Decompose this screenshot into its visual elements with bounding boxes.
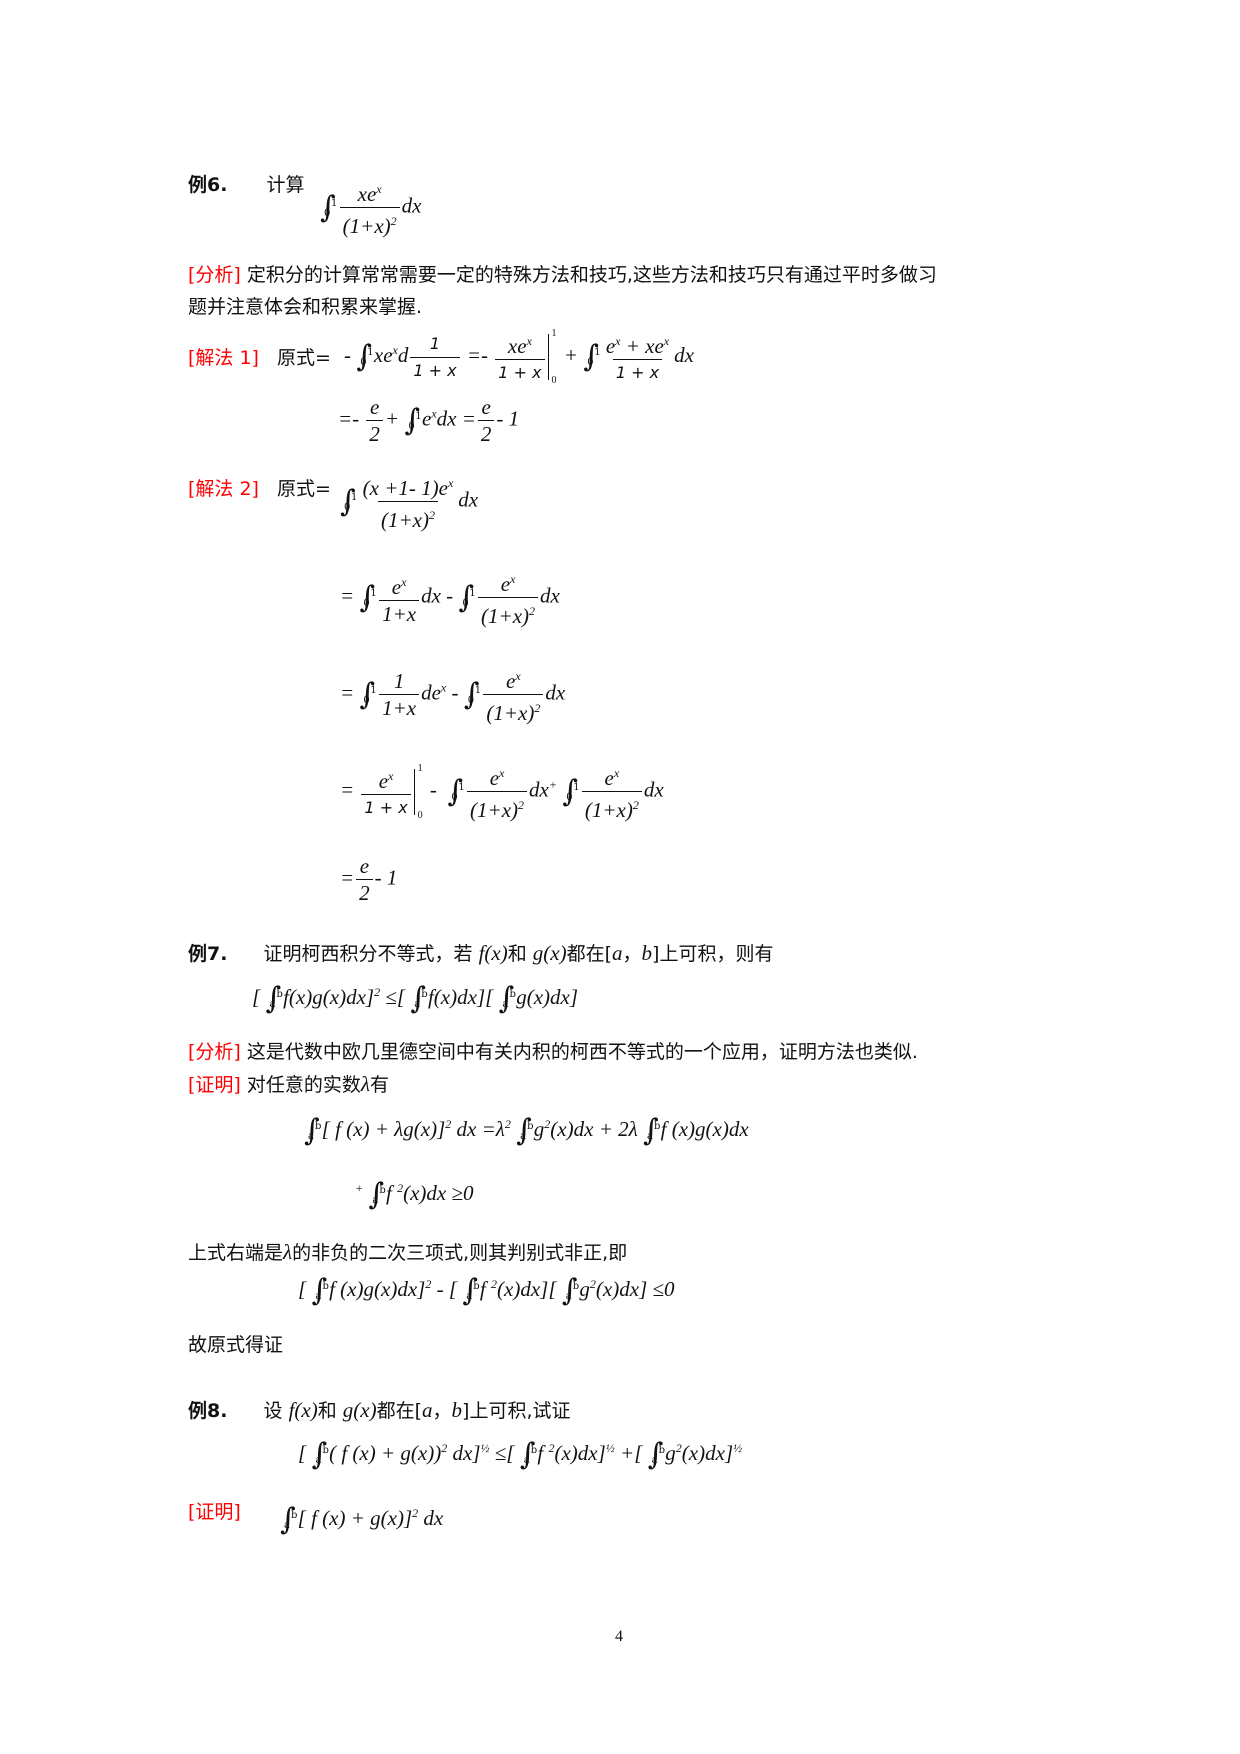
proof-tag: [证明] (188, 1501, 241, 1523)
example-8-proof: [证明] (188, 1500, 241, 1524)
solution-1: [解法 1] 原式= (188, 346, 331, 370)
function-g: g(x) (342, 1398, 377, 1422)
interval-comma: ， (622, 943, 642, 965)
conjunction: 和 (507, 943, 527, 965)
proof-intro-end: 有 (370, 1074, 390, 1096)
interval-comma: ， (432, 1400, 452, 1422)
lambda-symbol: λ (360, 1072, 370, 1096)
example-8: 例8. 设 f(x)和 g(x)都在[a，b]上可积,试证 (188, 1398, 570, 1423)
remark-text-end: 的非负的二次三项式,则其判别式非正,即 (292, 1242, 628, 1264)
example-6-analysis: [分析] 定积分的计算常常需要一定的特殊方法和技巧,这些方法和技巧只有通过平时多… (188, 263, 937, 287)
proof-conclusion: 故原式得证 (188, 1334, 284, 1356)
interval-open: 都在[ (376, 1400, 423, 1422)
interval-open: 都在[ (566, 943, 613, 965)
conjunction: 和 (317, 1400, 337, 1422)
function-g: g(x) (532, 941, 567, 965)
example-6-label: 例6. (188, 174, 228, 196)
function-f: f(x) (478, 941, 508, 965)
example-7-statement-end: ]上可积，则有 (652, 943, 774, 965)
lambda-symbol: λ (283, 1240, 293, 1264)
example-7-label: 例7. (188, 943, 228, 965)
example-6: 例6. 计算 (188, 170, 305, 197)
solution-1-tag: [解法 1] (188, 347, 259, 369)
interval-a: a (612, 941, 623, 965)
example-8-label: 例8. (188, 1400, 228, 1422)
analysis-tag: [分析] (188, 264, 241, 286)
analysis-text: 这是代数中欧几里德空间中有关内积的柯西不等式的一个应用，证明方法也类似. (246, 1041, 918, 1063)
example-7: 例7. 证明柯西积分不等式，若 f(x)和 g(x)都在[a，b]上可积，则有 (188, 941, 773, 966)
solution-2: [解法 2] 原式= (188, 477, 331, 501)
analysis-tag: [分析] (188, 1041, 241, 1063)
interval-a: a (422, 1398, 433, 1422)
analysis-text-line1: 定积分的计算常常需要一定的特殊方法和技巧,这些方法和技巧只有通过平时多做习 (246, 264, 937, 286)
example-8-statement: 设 (263, 1400, 283, 1422)
example-6-analysis-line2: 题并注意体会和积累来掌握. (188, 296, 423, 318)
proof-intro: 对任意的实数 (246, 1074, 361, 1096)
example-8-statement-end: ]上可积,试证 (462, 1400, 571, 1422)
interval-b: b (451, 1398, 463, 1422)
proof-tag: [证明] (188, 1074, 241, 1096)
remark-text: 上式右端是 (188, 1242, 284, 1264)
example-6-prompt: 计算 (266, 174, 305, 196)
solution-2-prefix: 原式= (277, 478, 331, 500)
page-number: 4 (615, 1628, 623, 1645)
proof-remark: 上式右端是λ的非负的二次三项式,则其判别式非正,即 (188, 1240, 627, 1265)
example-7-analysis: [分析] 这是代数中欧几里德空间中有关内积的柯西不等式的一个应用，证明方法也类似… (188, 1040, 918, 1064)
solution-2-tag: [解法 2] (188, 478, 259, 500)
example-7-statement: 证明柯西积分不等式，若 (263, 943, 473, 965)
interval-b: b (641, 941, 653, 965)
solution-1-prefix: 原式= (277, 347, 331, 369)
function-f: f(x) (288, 1398, 318, 1422)
example-7-proof: [证明] 对任意的实数λ有 (188, 1072, 389, 1097)
